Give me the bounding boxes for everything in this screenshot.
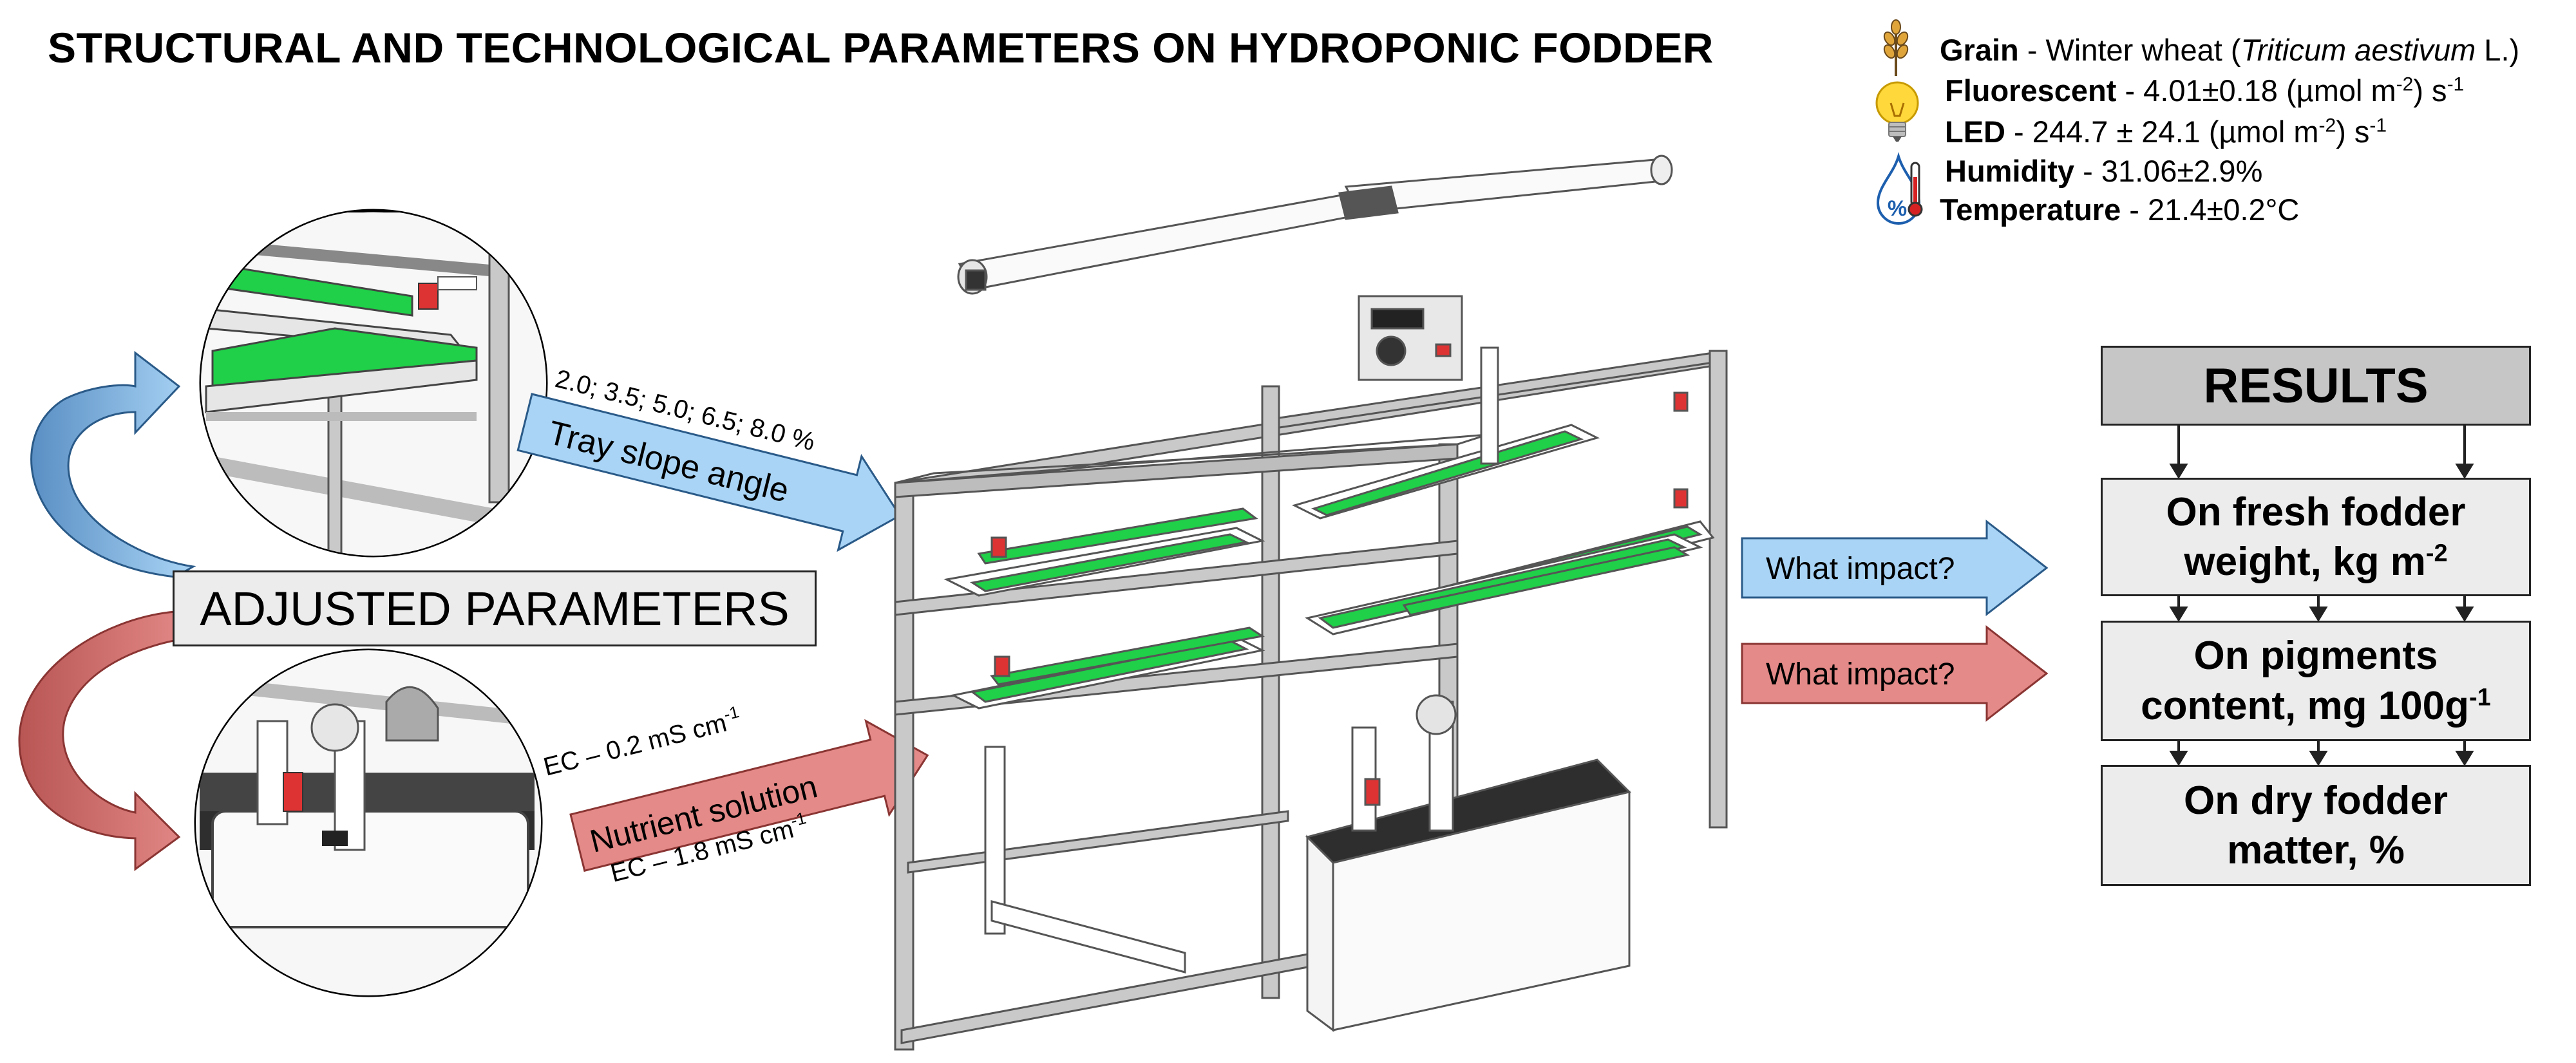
nutrient-tank-inset [194, 648, 543, 997]
fluorescent-row: Fluorescent - 4.01±0.18 (µmol m-2) s-1 [1945, 73, 2464, 108]
results-connectors [2169, 426, 2474, 766]
grain-label: Grain [1940, 33, 2019, 67]
impact-arrow-blue [1741, 519, 2049, 617]
light-bulb-icon [1875, 81, 1919, 142]
fluorescent-value: - 4.01±0.18 (µmol m [2116, 73, 2396, 108]
temperature-value: - 21.4±0.2°C [2121, 193, 2300, 227]
humidity-label: Humidity [1945, 154, 2075, 188]
fluorescent-exp2: -1 [2447, 73, 2465, 95]
curved-arrow-blue [30, 350, 196, 578]
result-fresh-line1: On fresh fodder [2166, 489, 2466, 534]
grain-suffix: L.) [2476, 33, 2520, 67]
adjusted-parameters-box: ADJUSTED PARAMETERS [173, 570, 817, 646]
wheat-icon [1883, 19, 1909, 76]
humidity-row: Humidity - 31.06±2.9% [1945, 153, 2262, 189]
figure-title: STRUCTURAL AND TECHNOLOGICAL PARAMETERS … [48, 24, 1714, 71]
impact-label-blue: What impact? [1766, 552, 1955, 586]
tray-detail-inset [199, 209, 548, 558]
result-fresh-line2: weight, kg m-2 [2184, 540, 2448, 584]
lamp-fixture [957, 155, 1673, 295]
hydroponic-rack [894, 155, 1728, 1051]
grain-row: Grain - Winter wheat (Triticum aestivum … [1940, 32, 2519, 68]
result-pigments: On pigments content, mg 100g-1 [2101, 621, 2531, 741]
led-label: LED [1945, 115, 2005, 149]
conditions-panel: % Grain - Winter wheat (Triticum aestivu… [1868, 13, 2576, 232]
humidity-value: - 31.06±2.9% [2074, 154, 2263, 188]
result-dry-line1: On dry fodder [2184, 778, 2448, 823]
result-dry-line2: matter, % [2227, 828, 2405, 872]
led-exp2: -1 [2369, 115, 2387, 136]
impact-label-red: What impact? [1766, 657, 1955, 691]
results-header: RESULTS [2101, 346, 2531, 426]
result-dry-matter: On dry fodder matter, % [2101, 765, 2531, 886]
curved-arrow-red [18, 610, 195, 871]
temperature-row: Temperature - 21.4±0.2°C [1940, 192, 2299, 227]
humidity-thermometer-icon: % [1876, 151, 1923, 225]
fluorescent-exp: -2 [2396, 73, 2414, 95]
percent-symbol: % [1888, 196, 1907, 221]
result-fresh-weight: On fresh fodder weight, kg m-2 [2101, 478, 2531, 596]
led-value: - 244.7 ± 24.1 (µmol m [2005, 115, 2319, 149]
led-row: LED - 244.7 ± 24.1 (µmol m-2) s-1 [1945, 114, 2387, 149]
grain-sep: - Winter wheat ( [2018, 33, 2241, 67]
nutrient-tank [1305, 694, 1631, 1032]
result-pigments-line2: content, mg 100g-1 [2141, 683, 2491, 728]
ec-low: EC – 0.2 mS cm-1 [540, 702, 744, 782]
led-tail: ) s [2336, 115, 2370, 149]
fluorescent-tail: ) s [2413, 73, 2447, 108]
fluorescent-label: Fluorescent [1945, 73, 2117, 108]
result-pigments-line1: On pigments [2193, 634, 2438, 678]
grain-species: Triticum aestivum [2240, 33, 2476, 67]
impact-arrow-red [1741, 625, 2049, 722]
led-exp: -2 [2318, 115, 2336, 136]
control-box [1358, 295, 1463, 381]
temperature-label: Temperature [1940, 193, 2121, 227]
